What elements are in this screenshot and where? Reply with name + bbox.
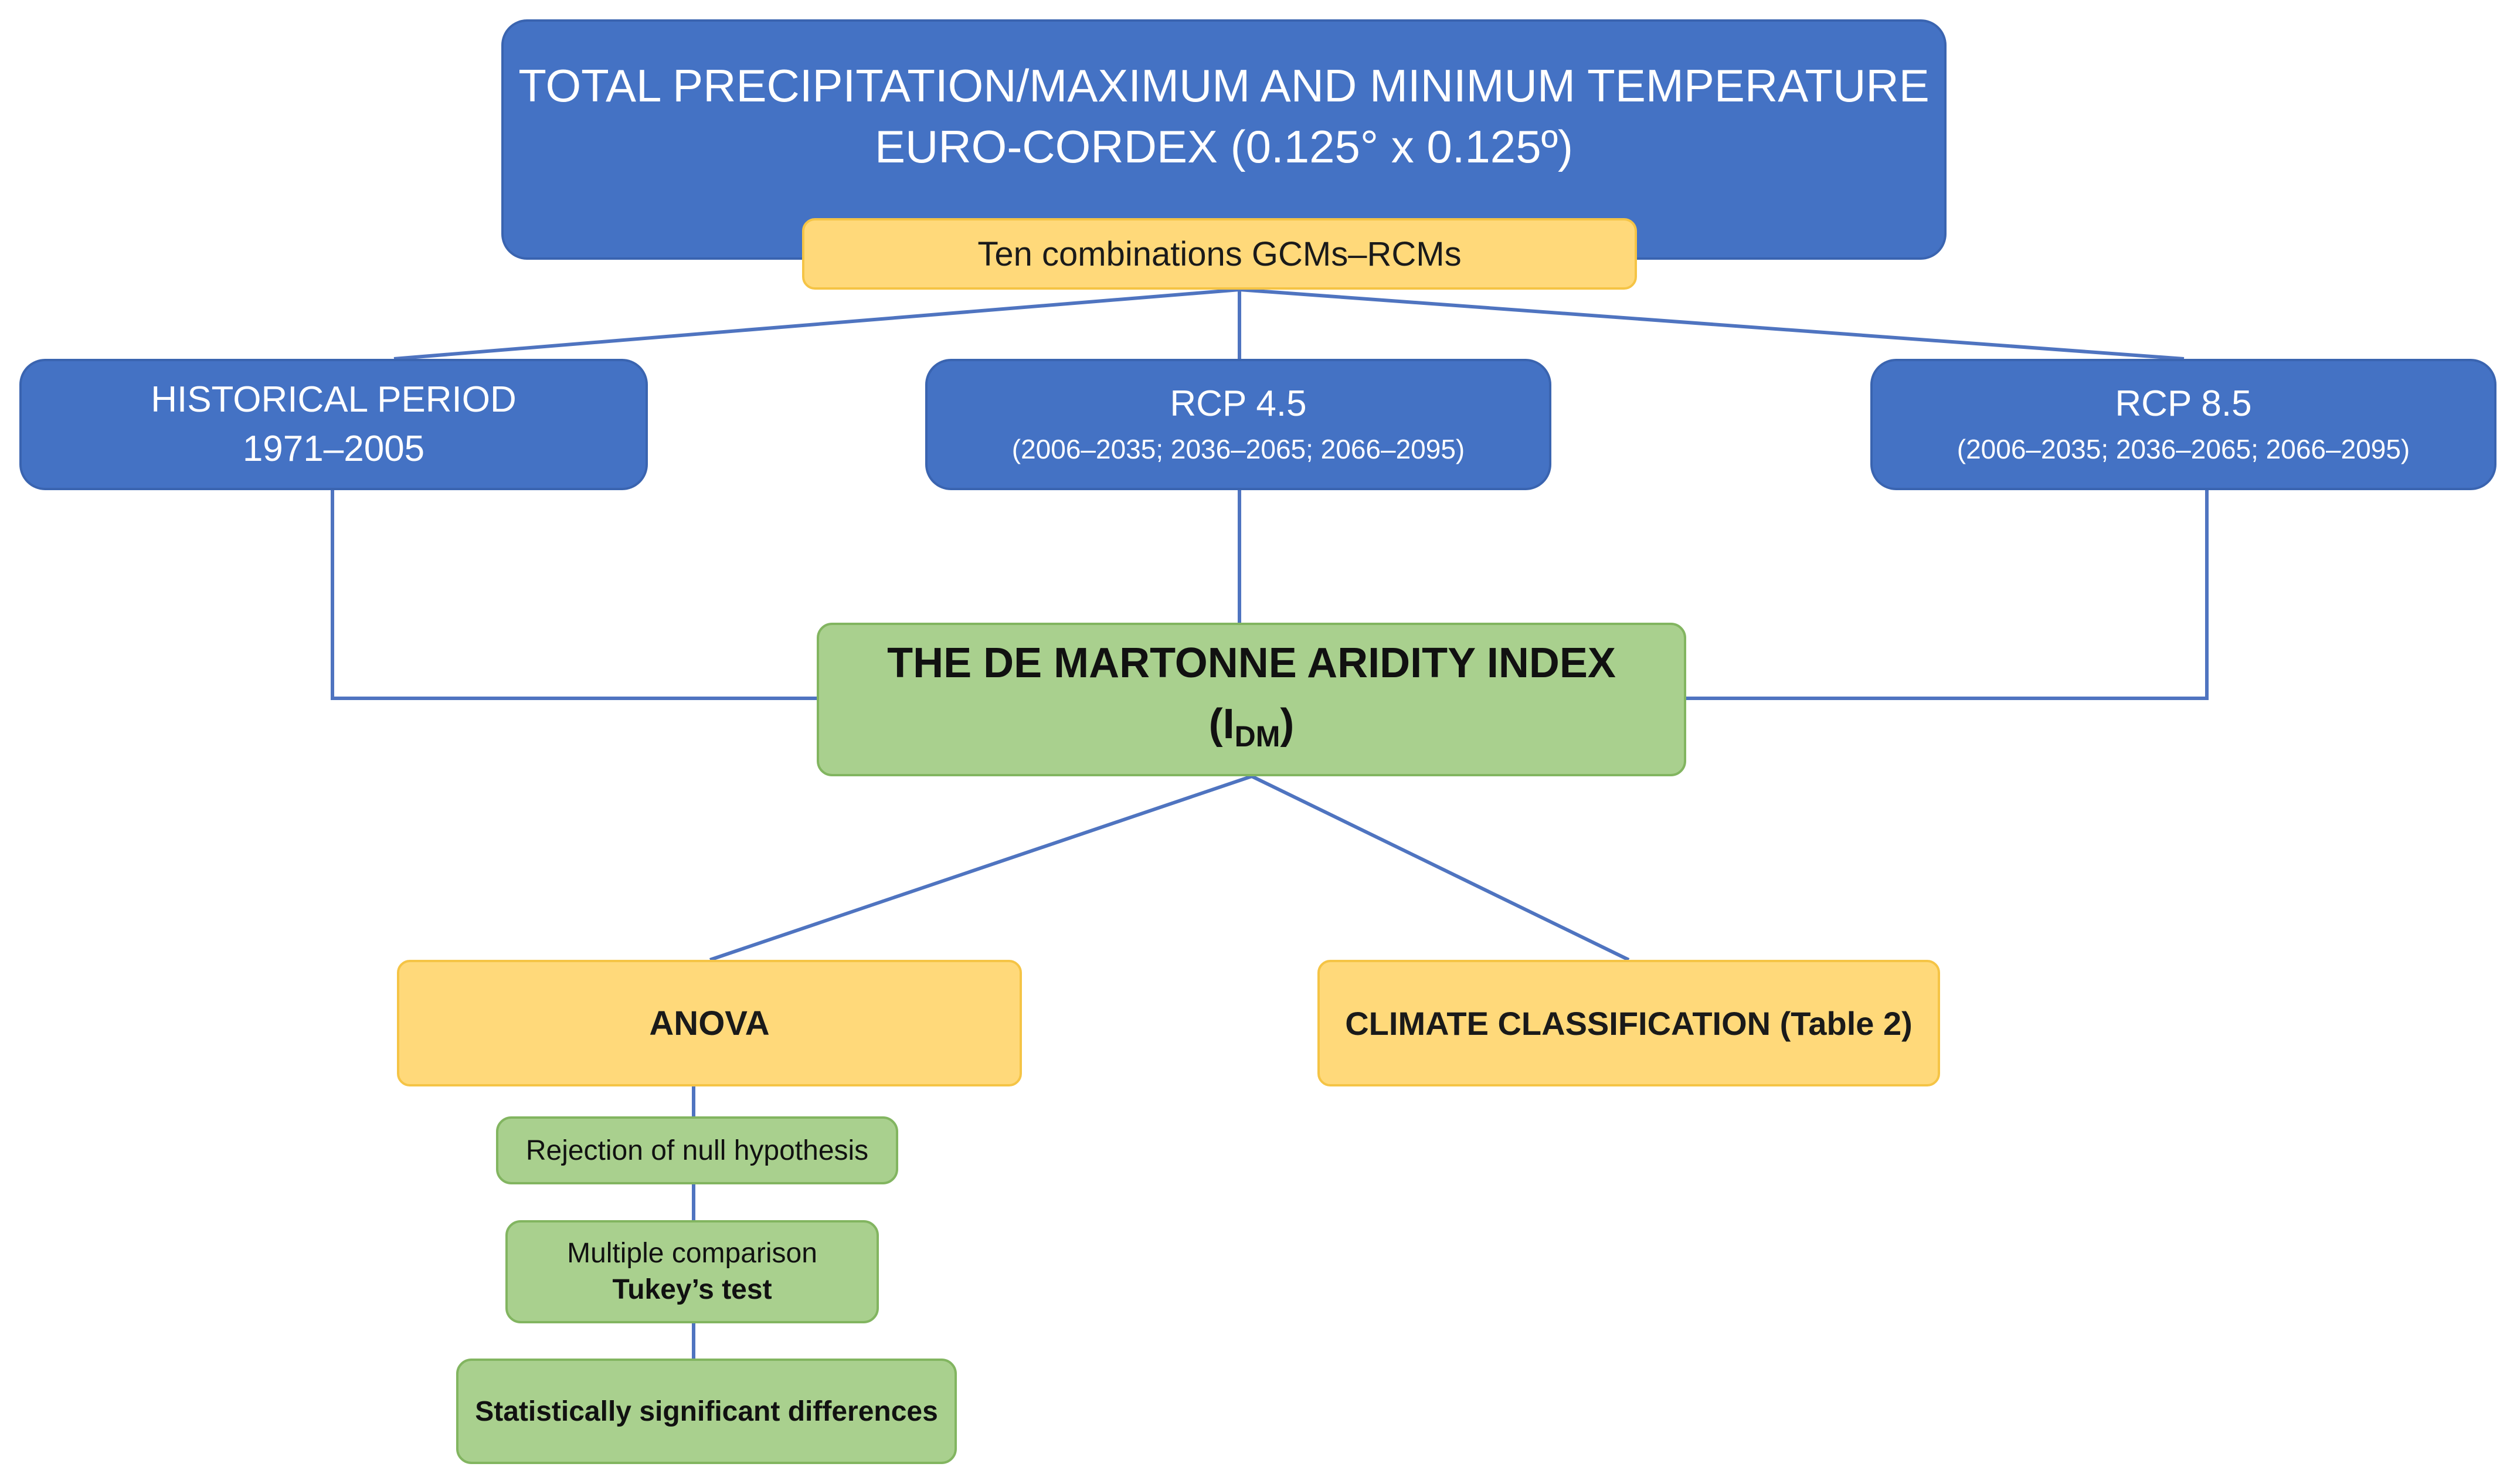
connector-combo-to-historical <box>393 288 1240 361</box>
aridity-index-subscript: DM <box>1234 719 1280 753</box>
climate-classification-label: CLIMATE CLASSIFICATION (Table 2) <box>1345 1004 1913 1042</box>
historical-period-years: 1971–2005 <box>242 429 425 469</box>
aridity-index-box: THE DE MARTONNE ARIDITY INDEX (IDM) <box>817 623 1686 776</box>
rejection-box: Rejection of null hypothesis <box>496 1116 898 1184</box>
historical-period-box: HISTORICAL PERIOD 1971–2005 <box>19 359 648 490</box>
rcp85-periods: (2006–2035; 2036–2065; 2066–2095) <box>1956 434 2410 464</box>
connector-historical-to-index <box>331 490 817 700</box>
multiple-comparison-box: Multiple comparison Tukey’s test <box>505 1220 879 1323</box>
data-source-title-line2: EURO-CORDEX (0.125° x 0.125º) <box>874 121 1574 172</box>
data-source-title-line1: TOTAL PRECIPITATION/MAXIMUM AND MINIMUM … <box>518 60 1930 111</box>
rcp45-title: RCP 4.5 <box>1170 383 1307 424</box>
rcp45-box: RCP 4.5 (2006–2035; 2036–2065; 2066–2095… <box>925 359 1551 490</box>
rcp85-box: RCP 8.5 (2006–2035; 2036–2065; 2066–2095… <box>1870 359 2496 490</box>
anova-box: ANOVA <box>397 960 1022 1086</box>
connector-combo-to-rcp85 <box>1239 288 2185 361</box>
rcp45-periods: (2006–2035; 2036–2065; 2066–2095) <box>1011 434 1465 464</box>
multiple-comparison-label: Multiple comparison <box>567 1238 817 1269</box>
rejection-label: Rejection of null hypothesis <box>525 1135 869 1166</box>
combinations-label: Ten combinations GCMs–RCMs <box>977 235 1462 273</box>
combinations-box: Ten combinations GCMs–RCMs <box>802 218 1637 290</box>
significant-differences-box: Statistically significant differences <box>456 1359 957 1464</box>
significant-differences-label: Statistically significant differences <box>475 1395 938 1427</box>
climate-classification-box: CLIMATE CLASSIFICATION (Table 2) <box>1317 960 1940 1086</box>
historical-period-title: HISTORICAL PERIOD <box>151 379 517 420</box>
tukey-test-label: Tukey’s test <box>612 1274 772 1305</box>
connector-index-to-climate <box>1251 775 1630 962</box>
anova-label: ANOVA <box>649 1004 770 1042</box>
aridity-index-title: THE DE MARTONNE ARIDITY INDEX <box>887 639 1616 687</box>
aridity-index-symbol-close: ) <box>1280 700 1295 748</box>
aridity-index-symbol: (IDM) <box>1209 694 1295 767</box>
rcp85-title: RCP 8.5 <box>2115 383 2252 424</box>
aridity-index-symbol-open: (I <box>1208 700 1235 748</box>
connector-rcp85-to-index <box>1686 490 2209 700</box>
connector-index-to-anova <box>709 775 1252 962</box>
